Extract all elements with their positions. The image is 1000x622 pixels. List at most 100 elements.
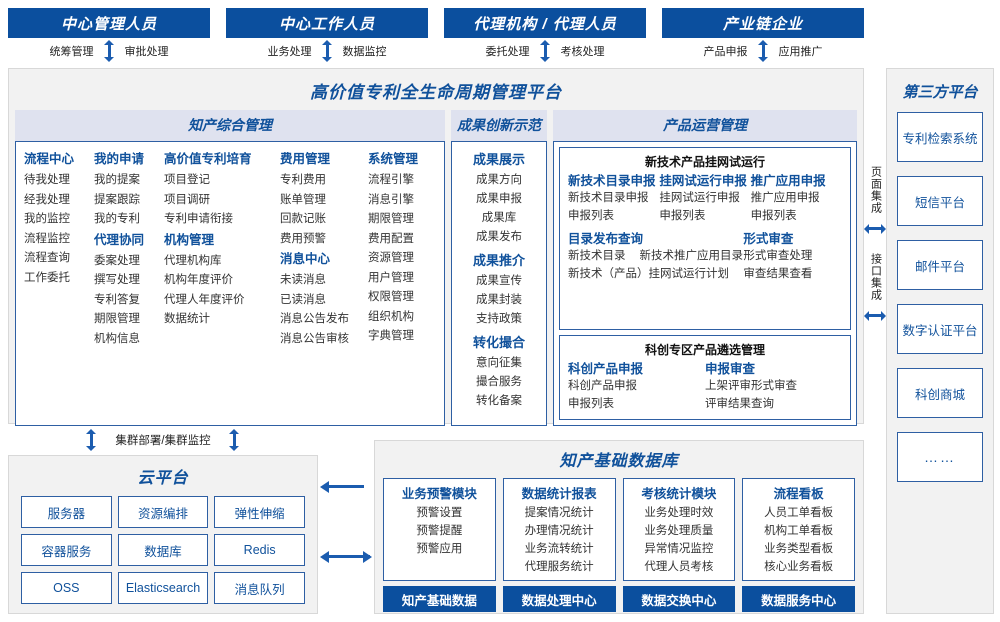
- db-card-item[interactable]: 异常情况监控: [644, 543, 714, 555]
- menu-item[interactable]: 数据统计: [164, 313, 210, 325]
- third-party-item-patent-search[interactable]: 专利检索系统: [897, 112, 983, 162]
- group-head-gaojiazhi[interactable]: 高价值专利培育: [164, 152, 252, 166]
- group-head-shenbaoshencha[interactable]: 申报审查: [705, 362, 756, 376]
- db-card-item[interactable]: 办理情况统计: [524, 525, 594, 537]
- menu-item[interactable]: 字典管理: [368, 330, 414, 342]
- menu-item[interactable]: 支持政策: [476, 313, 522, 325]
- menu-item[interactable]: 新技术目录: [568, 250, 626, 262]
- menu-item[interactable]: 专利申请衔接: [164, 213, 233, 225]
- menu-item[interactable]: 提案跟踪: [94, 193, 140, 206]
- role-title-agency[interactable]: 代理机构 / 代理人员: [444, 8, 646, 38]
- menu-item[interactable]: 代理机构库: [164, 254, 222, 267]
- group-head-xiaoxizhongxin[interactable]: 消息中心: [280, 252, 331, 266]
- cloud-cell-oss[interactable]: OSS: [21, 572, 112, 604]
- menu-item[interactable]: 机构信息: [94, 332, 140, 345]
- group-head-chengguozhanshi[interactable]: 成果展示: [472, 152, 525, 167]
- menu-item[interactable]: 评审结果查询: [705, 397, 774, 410]
- group-head-mulufabuchaxun[interactable]: 目录发布查询: [568, 232, 644, 246]
- menu-item[interactable]: 审查结果查看: [743, 267, 813, 280]
- group-head-kechuangchanpinshenbao[interactable]: 科创产品申报: [568, 362, 644, 376]
- cloud-cell-autoscaling[interactable]: 弹性伸缩: [214, 496, 305, 528]
- db-foot-exchange-center[interactable]: 数据交换中心: [622, 586, 736, 612]
- group-head-mulushenbao[interactable]: 新技术目录申报: [568, 174, 656, 188]
- menu-item[interactable]: 新技术推广应用目录: [639, 250, 744, 262]
- db-card-item[interactable]: 预警设置: [416, 507, 463, 519]
- menu-item[interactable]: 科创产品申报: [568, 380, 637, 392]
- menu-item[interactable]: 消息公告审核: [280, 332, 349, 345]
- menu-item[interactable]: 已读消息: [280, 293, 326, 306]
- group-head-tuiguangshenbao[interactable]: 推广应用申报: [750, 174, 826, 188]
- third-party-item-more[interactable]: ……: [897, 432, 983, 482]
- menu-item[interactable]: 申报列表: [568, 397, 614, 410]
- menu-item[interactable]: 转化备案: [476, 395, 522, 407]
- menu-item[interactable]: 我的专利: [94, 213, 140, 225]
- menu-item[interactable]: 消息公告发布: [280, 313, 349, 325]
- group-head-dailixietong[interactable]: 代理协同: [94, 232, 145, 247]
- menu-item[interactable]: 成果库: [481, 212, 517, 224]
- menu-item[interactable]: 成果封装: [476, 294, 522, 306]
- menu-item[interactable]: 流程查询: [24, 252, 70, 264]
- menu-item[interactable]: 费用配置: [368, 232, 414, 245]
- db-card-item[interactable]: 代理人员考核: [644, 561, 714, 573]
- db-card-item[interactable]: 预警应用: [416, 543, 463, 555]
- role-title-center-manager[interactable]: 中心管理人员: [8, 8, 210, 38]
- db-card-item[interactable]: 业务类型看板: [764, 543, 834, 555]
- group-head-xingshishencha[interactable]: 形式审查: [743, 232, 794, 246]
- db-foot-service-center[interactable]: 数据服务中心: [742, 586, 855, 612]
- group-head-jigouguanli[interactable]: 机构管理: [164, 232, 215, 247]
- menu-item[interactable]: 消息引擎: [368, 193, 414, 206]
- role-title-center-staff[interactable]: 中心工作人员: [226, 8, 428, 38]
- cloud-cell-orchestration[interactable]: 资源编排: [117, 496, 209, 528]
- db-foot-basic-data[interactable]: 知产基础数据: [383, 586, 496, 612]
- third-party-item-email[interactable]: 邮件平台: [897, 240, 983, 290]
- menu-item[interactable]: 项目调研: [164, 193, 210, 206]
- menu-item[interactable]: 待我处理: [24, 174, 70, 186]
- menu-item[interactable]: 流程引擎: [368, 174, 414, 186]
- db-card-item[interactable]: 代理服务统计: [524, 561, 594, 573]
- cloud-cell-server[interactable]: 服务器: [21, 496, 112, 528]
- third-party-item-kechuang-mall[interactable]: 科创商城: [897, 368, 983, 418]
- db-card-item[interactable]: 预警提醒: [416, 525, 463, 537]
- third-party-item-digital-cert[interactable]: 数字认证平台: [897, 304, 983, 354]
- db-card-item[interactable]: 提案情况统计: [524, 507, 594, 519]
- group-head-zhuanhuacuohe[interactable]: 转化撮合: [472, 335, 525, 350]
- menu-item[interactable]: 期限管理: [368, 213, 414, 225]
- cloud-cell-elasticsearch[interactable]: Elasticsearch: [117, 572, 209, 604]
- menu-item[interactable]: 申报列表: [750, 209, 797, 222]
- db-card-item[interactable]: 核心业务看板: [764, 561, 834, 573]
- menu-item[interactable]: 回款记账: [280, 213, 326, 225]
- db-card-item[interactable]: 业务处理时效: [644, 507, 714, 519]
- menu-item[interactable]: 意向征集: [476, 357, 522, 369]
- group-head-liucheng-zhongxin[interactable]: 流程中心: [24, 152, 75, 166]
- menu-item[interactable]: 申报列表: [568, 209, 614, 222]
- menu-item[interactable]: 经我处理: [24, 193, 70, 206]
- cloud-cell-redis[interactable]: Redis: [214, 534, 305, 566]
- menu-item[interactable]: 项目登记: [164, 174, 210, 186]
- menu-item[interactable]: 机构年度评价: [164, 274, 233, 286]
- menu-item[interactable]: 工作委托: [24, 271, 70, 284]
- menu-item[interactable]: 权限管理: [368, 291, 414, 303]
- menu-item[interactable]: 我的监控: [24, 213, 70, 225]
- menu-item[interactable]: 撮合服务: [476, 376, 522, 388]
- menu-item[interactable]: 专利答复: [94, 293, 140, 306]
- menu-item[interactable]: 申报列表: [659, 209, 706, 222]
- db-foot-processing-center[interactable]: 数据处理中心: [502, 586, 616, 612]
- db-card-item[interactable]: 业务处理质量: [644, 525, 714, 537]
- menu-item[interactable]: 费用预警: [280, 232, 326, 245]
- menu-item[interactable]: 撰写处理: [94, 274, 140, 286]
- menu-item[interactable]: 用户管理: [368, 271, 414, 284]
- menu-item[interactable]: 成果方向: [476, 174, 522, 186]
- menu-item[interactable]: 委案处理: [94, 254, 140, 267]
- group-head-xitongguanli[interactable]: 系统管理: [368, 152, 419, 166]
- menu-item[interactable]: 流程监控: [24, 232, 70, 245]
- menu-item[interactable]: 未读消息: [280, 274, 326, 286]
- menu-item[interactable]: 成果发布: [476, 231, 522, 243]
- menu-item[interactable]: 新技术（产品）挂网试运行计划: [568, 267, 729, 280]
- menu-item[interactable]: 账单管理: [280, 193, 326, 206]
- menu-item[interactable]: 成果宣传: [476, 275, 522, 287]
- cloud-cell-mq[interactable]: 消息队列: [214, 572, 305, 604]
- db-card-item[interactable]: 业务流转统计: [524, 543, 594, 555]
- menu-item[interactable]: 形式审查处理: [743, 250, 813, 262]
- menu-item[interactable]: 代理人年度评价: [164, 293, 245, 306]
- menu-item[interactable]: 推广应用申报: [750, 192, 820, 204]
